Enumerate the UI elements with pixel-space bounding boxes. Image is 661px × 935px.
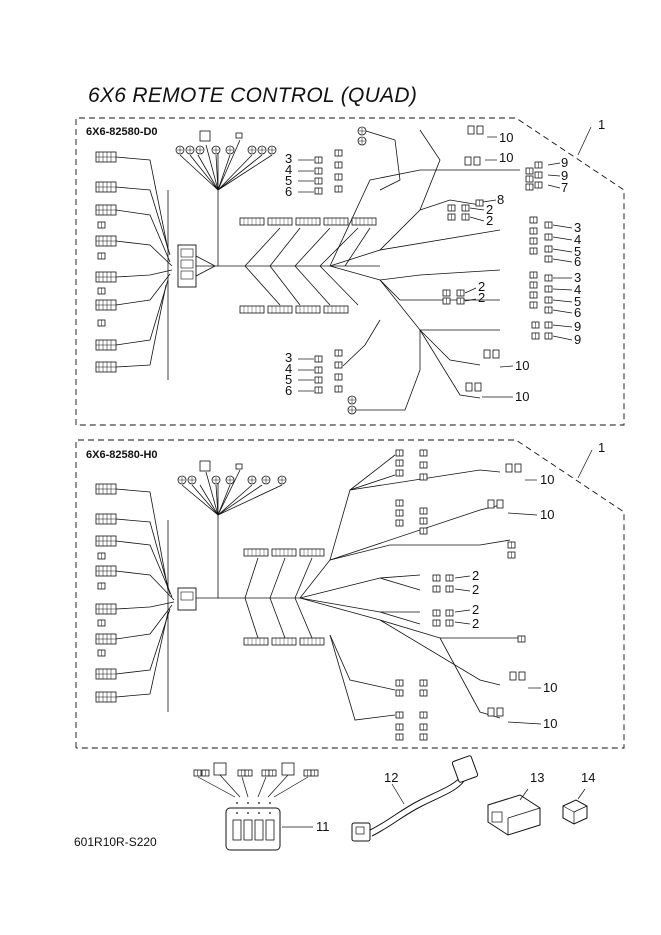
top-strip-connectors: [239, 217, 377, 314]
bottom-main-trunk: [181, 454, 520, 721]
top-right-connectors: [442, 125, 553, 392]
callout-9: 9: [574, 332, 581, 347]
callout-10: 10: [499, 130, 513, 145]
bottom-junction-box: [177, 587, 197, 611]
callout-12: 12: [384, 770, 398, 785]
callout-11: 11: [316, 819, 330, 834]
part-14-cap: 14: [562, 770, 595, 825]
callout-3: 3: [574, 270, 581, 285]
callout-4: 4: [574, 232, 581, 247]
part-11-switch-panel: 11: [193, 762, 330, 851]
callout-10: 10: [499, 150, 513, 165]
callout-10: 10: [543, 680, 557, 695]
bottom-left-connectors: [95, 483, 117, 703]
top-leader-lines: [464, 126, 592, 398]
bottom-upper-connectors: [177, 460, 287, 485]
callout-6: 6: [285, 184, 292, 199]
part-13-coupler: 13: [487, 770, 544, 836]
callout-2: 2: [478, 290, 485, 305]
top-junction-box: [177, 244, 197, 288]
bottom-left-callout-group: [298, 319, 381, 415]
callout-3: 3: [285, 350, 292, 365]
callout-10: 10: [540, 507, 554, 522]
callout-4: 4: [285, 361, 292, 376]
top-left-callout-group: [298, 126, 401, 195]
callout-4: 4: [574, 282, 581, 297]
callout-6: 6: [285, 383, 292, 398]
callout-1: 1: [598, 117, 605, 132]
callout-7: 7: [561, 180, 568, 195]
callout-10: 10: [515, 389, 529, 404]
callout-2: 2: [472, 582, 479, 597]
callout-6: 6: [574, 305, 581, 320]
top-main-trunk: [179, 129, 520, 411]
top-left-wires: [115, 156, 173, 380]
bottom-callouts: 1 10 10 2 2 2 2 10 10: [472, 440, 605, 731]
callout-5: 5: [574, 244, 581, 259]
callout-5: 5: [574, 294, 581, 309]
callout-5: 5: [285, 173, 292, 188]
callout-2: 2: [472, 602, 479, 617]
callout-6: 6: [574, 254, 581, 269]
callout-9: 9: [561, 168, 568, 183]
callout-2: 2: [472, 616, 479, 631]
callout-14: 14: [581, 770, 595, 785]
top-panel-part-number: 6X6-82580-D0: [86, 126, 158, 138]
callout-9: 9: [561, 155, 568, 170]
callout-10: 10: [543, 716, 557, 731]
bottom-leader-lines: [454, 449, 593, 725]
callout-1: 1: [598, 440, 605, 455]
top-upper-connectors: [175, 130, 277, 155]
callout-3: 3: [574, 220, 581, 235]
callout-9: 9: [574, 319, 581, 334]
callout-13: 13: [530, 770, 544, 785]
callout-2: 2: [486, 202, 493, 217]
page-title: 6X6 REMOTE CONTROL (QUAD): [88, 84, 418, 107]
top-callouts: 1 10 10 9 9 7 8 2 2 3 4 5 6 3 4 5 6 2 2 …: [285, 117, 605, 404]
callout-4: 4: [285, 162, 292, 177]
part-12-adapter-cable: 12: [351, 755, 479, 842]
callout-2: 2: [472, 568, 479, 583]
callout-5: 5: [285, 372, 292, 387]
callout-10: 10: [515, 358, 529, 373]
top-panel: 1 10 10 9 9 7 8 2 2 3 4 5 6 3 4 5 6 2 2 …: [75, 117, 625, 426]
callout-3: 3: [285, 151, 292, 166]
callout-2: 2: [478, 279, 485, 294]
bottom-panel: 1 10 10 2 2 2 2 10 10: [75, 439, 625, 749]
bottom-right-connectors: [395, 449, 526, 741]
callout-10: 10: [540, 472, 554, 487]
drawing-code: 601R10R-S220: [74, 835, 157, 849]
bottom-panel-part-number: 6X6-82580-H0: [86, 449, 158, 461]
bottom-left-wires: [115, 488, 175, 712]
top-left-connectors: [95, 151, 117, 373]
callout-8: 8: [497, 192, 504, 207]
callout-2: 2: [486, 213, 493, 228]
